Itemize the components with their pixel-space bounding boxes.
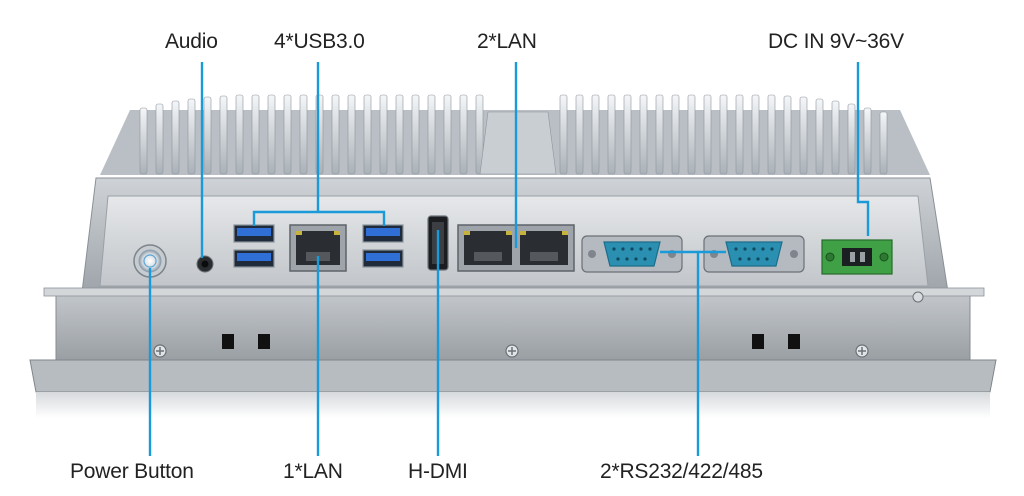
audio-jack-icon: [196, 255, 214, 273]
usb-port-icon: [233, 224, 404, 268]
db9-serial-port-icon: [581, 235, 683, 273]
callout-lines: [148, 62, 870, 456]
label-serial: 2*RS232/422/485: [600, 460, 763, 483]
label-lan-top: 2*LAN: [477, 30, 537, 53]
heatsink-fins: [139, 94, 888, 175]
panel-bezel: [29, 359, 997, 393]
front-edge: [43, 287, 985, 297]
label-audio: Audio: [165, 30, 218, 53]
label-dc-in: DC IN 9V~36V: [768, 30, 904, 53]
vent-slots: [222, 334, 800, 349]
label-power-button: Power Button: [70, 460, 194, 483]
label-lan-bottom: 1*LAN: [283, 460, 343, 483]
screw-icon: [912, 291, 924, 303]
screw-slots: [156, 347, 866, 355]
db9-serial-port-icon: [703, 235, 805, 273]
terminal-block-icon: [821, 239, 893, 275]
panel-reflection: [36, 392, 990, 418]
heatsink-ridge: [479, 111, 557, 175]
label-usb: 4*USB3.0: [274, 30, 365, 53]
label-hdmi: H-DMI: [408, 460, 468, 483]
